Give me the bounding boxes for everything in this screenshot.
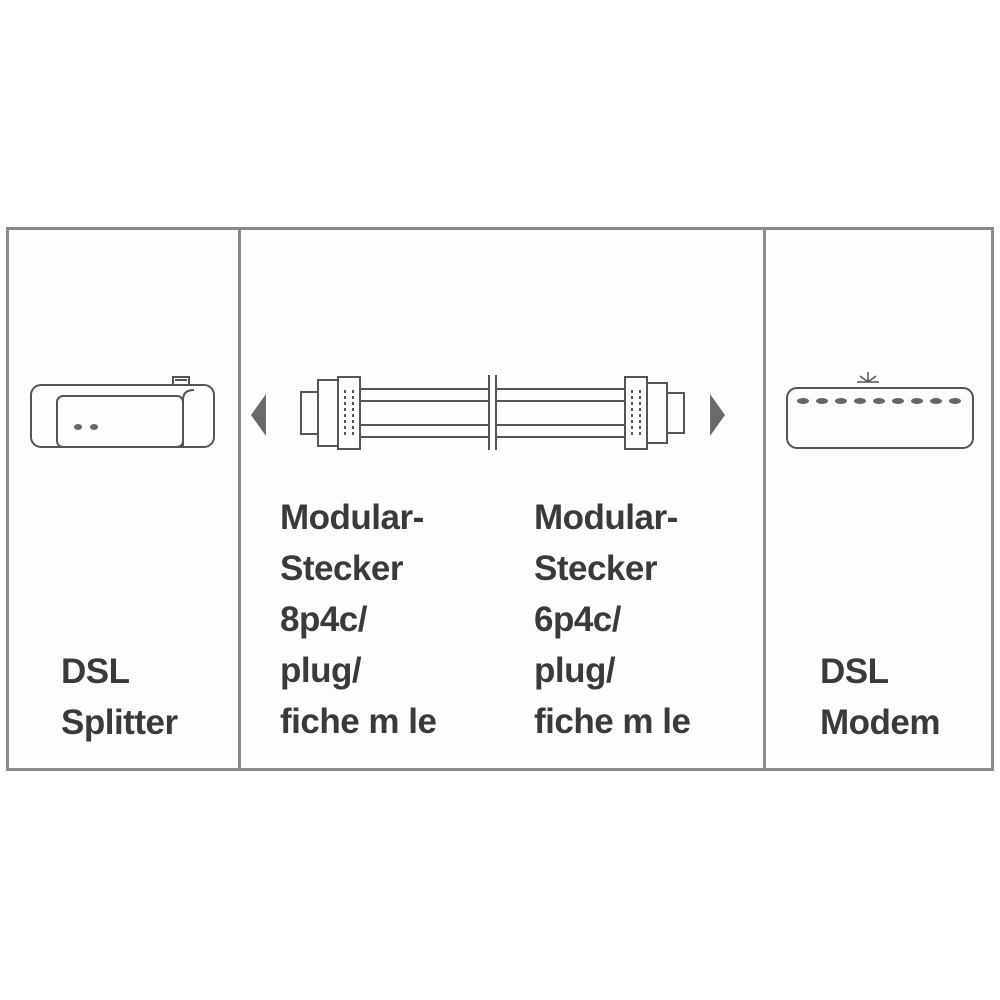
label-line: Modem (820, 703, 941, 742)
diagram-artwork (30, 372, 974, 450)
arrow-left-icon (251, 394, 266, 436)
label-line: Modular- (280, 498, 424, 537)
connection-diagram: DSL Splitter Modular- Stecker 8p4c/ plug… (6, 227, 994, 771)
dsl-splitter-icon (30, 376, 215, 448)
connector-6p4c-label: Modular- Stecker 6p4c/ plug/ fiche m le (534, 492, 691, 747)
label-line: plug/ (280, 651, 362, 690)
led-glow-icon (857, 372, 879, 383)
divider-left (238, 230, 241, 768)
arrow-right-icon (710, 394, 725, 436)
splitter-label: DSL Splitter (61, 646, 178, 748)
label-line: Stecker (280, 549, 403, 588)
label-line: Splitter (61, 703, 178, 742)
label-line: DSL (61, 652, 130, 691)
label-line: Stecker (534, 549, 657, 588)
label-line: 6p4c/ (534, 600, 622, 639)
label-line: plug/ (534, 651, 616, 690)
label-line: fiche m le (280, 702, 437, 741)
label-line: fiche m le (534, 702, 691, 741)
label-line: 8p4c/ (280, 600, 368, 639)
dsl-modem-icon (786, 372, 974, 449)
modem-label: DSL Modem (820, 646, 941, 748)
connector-8p4c-icon (300, 376, 361, 450)
label-line: Modular- (534, 498, 678, 537)
divider-right (763, 230, 766, 768)
cable-icon (300, 375, 685, 450)
connector-6p4c-icon (624, 376, 685, 450)
label-line: DSL (820, 652, 889, 691)
connector-8p4c-label: Modular- Stecker 8p4c/ plug/ fiche m le (280, 492, 437, 747)
